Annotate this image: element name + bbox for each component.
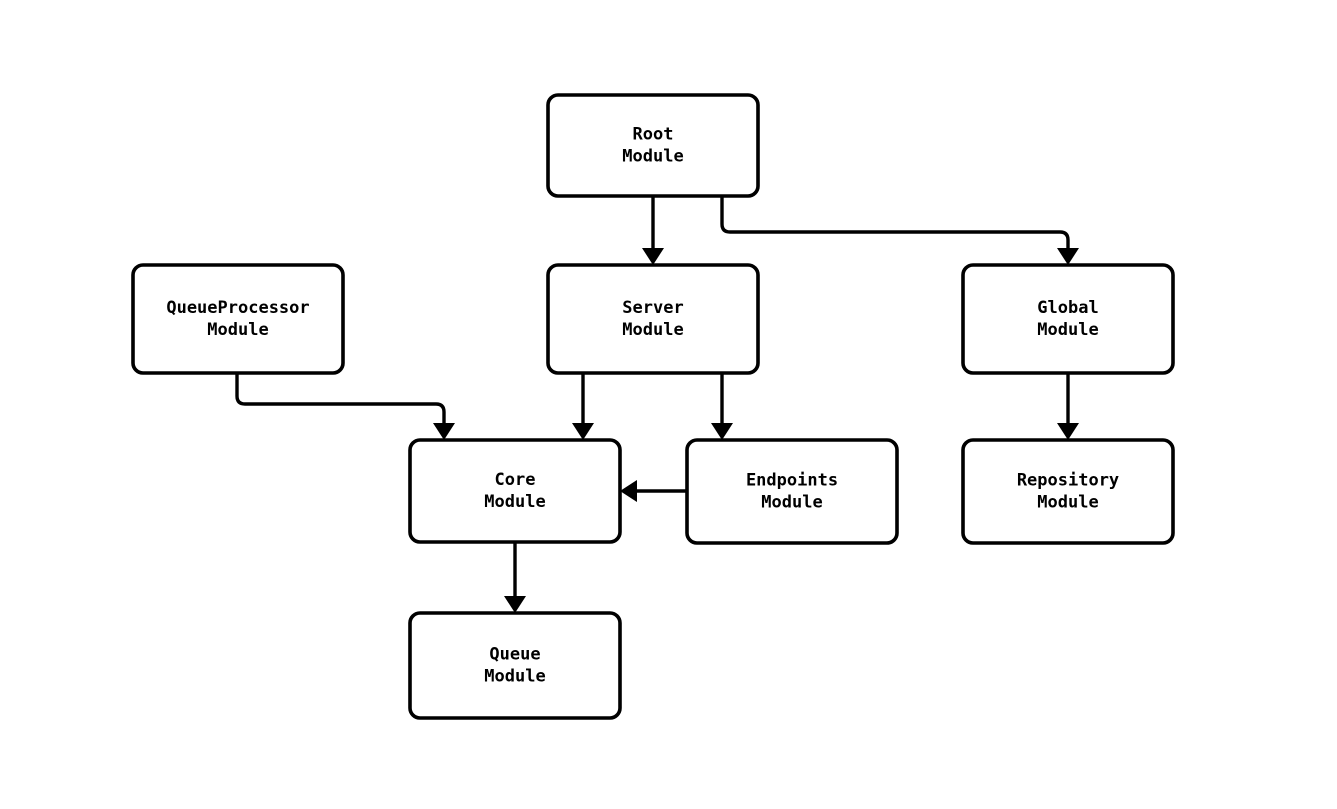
edge-queueprocessor-to-core-arrowhead-icon	[433, 423, 455, 440]
edge-global-to-repository	[1057, 373, 1079, 440]
edge-server-to-endpoints-arrowhead-icon	[711, 423, 733, 440]
edges-layer	[235, 196, 1079, 613]
core-module-node-label-line2: Module	[484, 492, 545, 512]
queue-module-node-label-line1: Queue	[489, 645, 540, 665]
edge-root-to-server-arrowhead-icon	[642, 248, 664, 265]
queueprocessor-module-node-label-line2: Module	[207, 320, 268, 340]
root-module-node-box[interactable]	[546, 93, 760, 198]
edge-root-to-global	[720, 196, 1079, 265]
repository-module-node-label-line2: Module	[1037, 493, 1098, 513]
repository-module-node-box[interactable]	[961, 438, 1175, 545]
edge-server-to-core	[572, 373, 594, 440]
core-module-node-label-line1: Core	[495, 470, 536, 490]
edge-root-to-server	[642, 196, 664, 265]
global-module-node-label-line2: Module	[1037, 320, 1098, 340]
endpoints-module-node-label-line1: Endpoints	[746, 471, 838, 491]
queue-module-node-label-line2: Module	[484, 667, 545, 687]
edge-server-to-endpoints	[711, 373, 733, 440]
repository-module-node-label-line1: Repository	[1017, 471, 1119, 491]
core-module-node-box[interactable]	[408, 438, 622, 544]
edge-endpoints-to-core	[620, 480, 687, 502]
queueprocessor-module-node-label-line1: QueueProcessor	[166, 298, 309, 318]
edge-server-to-core-arrowhead-icon	[572, 423, 594, 440]
queueprocessor-module-node-box[interactable]	[131, 263, 345, 375]
root-module-node-label-line2: Module	[622, 147, 683, 167]
edge-endpoints-to-core-arrowhead-icon	[620, 480, 637, 502]
endpoints-module-node-box[interactable]	[685, 438, 899, 545]
server-module-node-label-line1: Server	[622, 298, 683, 318]
server-module-node-box[interactable]	[546, 263, 760, 375]
edge-root-to-global-arrowhead-icon	[1057, 248, 1079, 265]
server-module-node-label-line2: Module	[622, 320, 683, 340]
edge-queueprocessor-to-core-line	[235, 373, 446, 424]
global-module-node-box[interactable]	[961, 263, 1175, 375]
edge-core-to-queue-arrowhead-icon	[504, 596, 526, 613]
global-module-node-label-line1: Global	[1037, 298, 1098, 318]
edge-core-to-queue	[504, 542, 526, 613]
endpoints-module-node-label-line2: Module	[761, 493, 822, 513]
edge-global-to-repository-arrowhead-icon	[1057, 423, 1079, 440]
edge-root-to-global-line	[720, 196, 1070, 249]
queue-module-node-box[interactable]	[408, 611, 622, 720]
edge-queueprocessor-to-core	[235, 373, 455, 440]
root-module-node-label-line1: Root	[633, 125, 674, 145]
